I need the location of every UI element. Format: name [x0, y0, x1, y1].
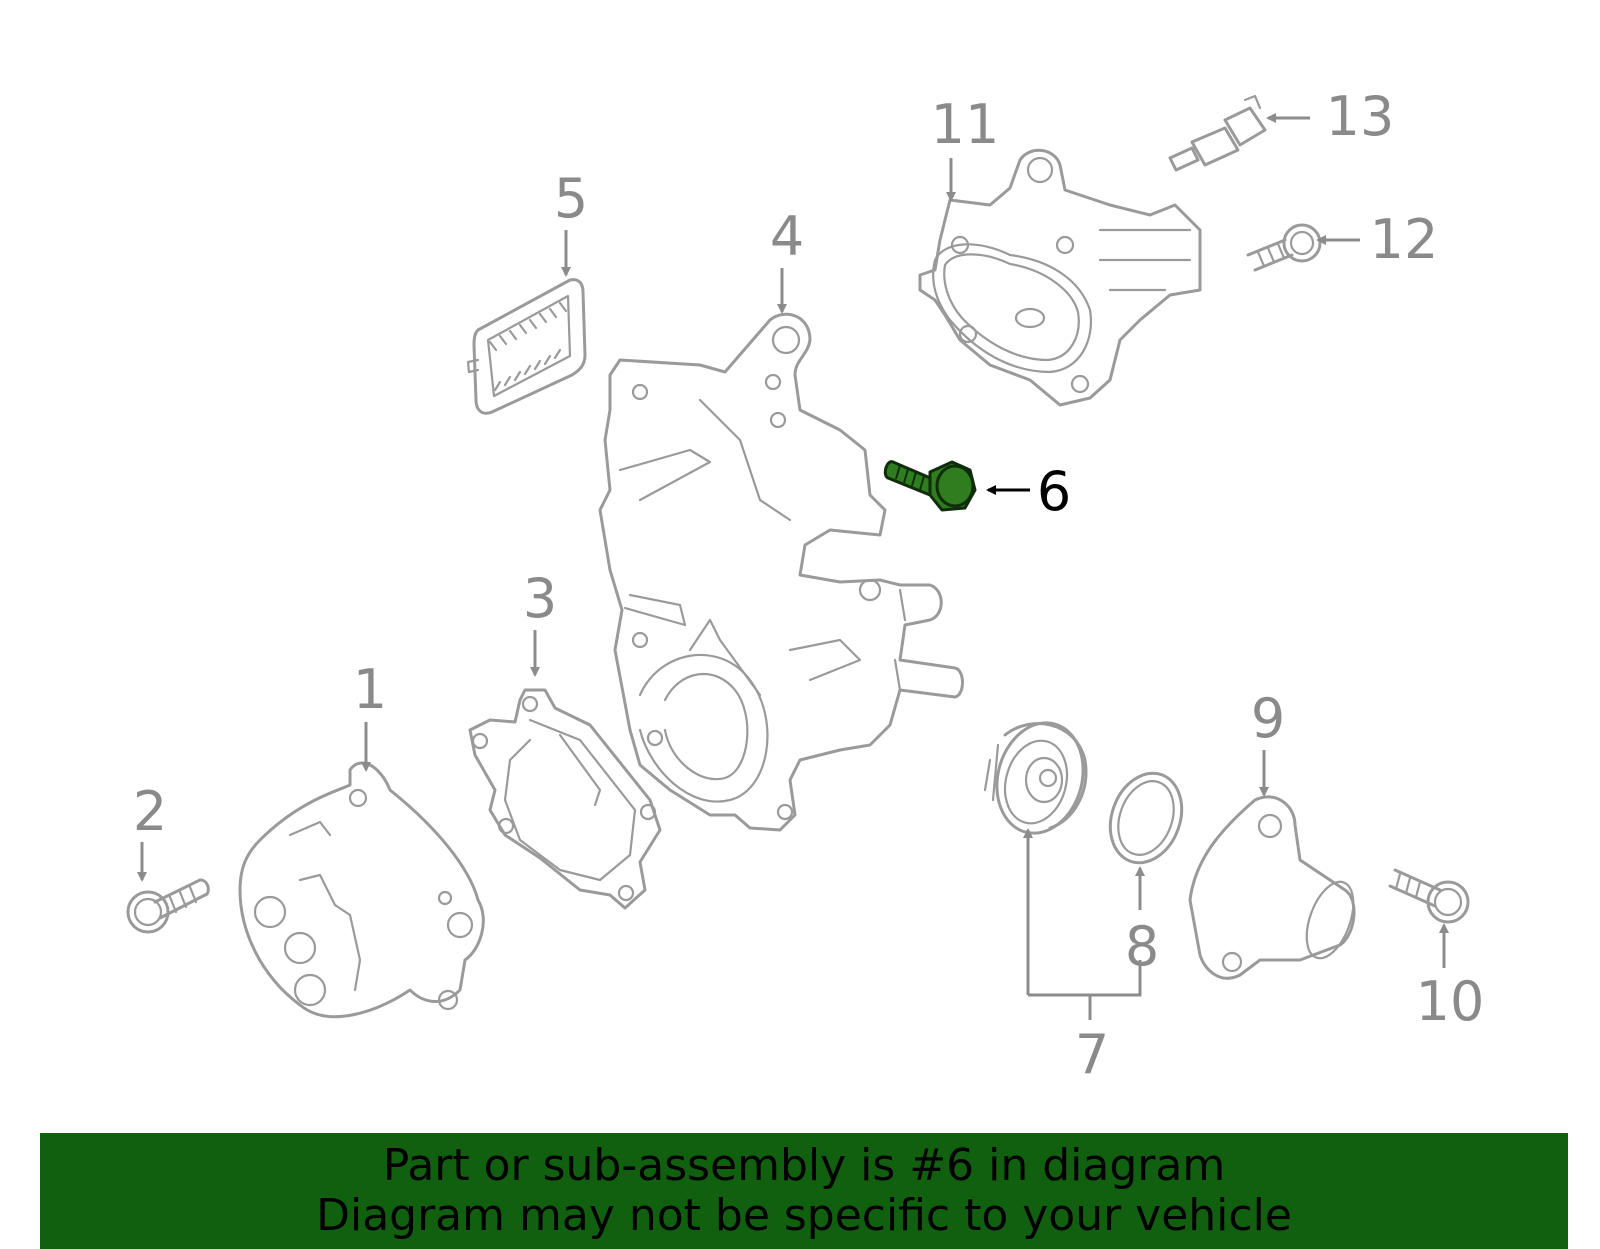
part-8-o-ring: [1108, 771, 1184, 865]
callout-6: 6: [1037, 460, 1071, 523]
callout-9: 9: [1251, 687, 1285, 750]
part-12-bolt: [1246, 223, 1322, 272]
callout-13: 13: [1326, 85, 1395, 148]
part-3-gasket: [468, 688, 662, 910]
callout-1: 1: [353, 658, 387, 721]
part-11-housing: [918, 149, 1202, 407]
part-4-housing: [598, 312, 964, 832]
part-7-thermostat: [983, 721, 1088, 835]
callout-11: 11: [931, 93, 1000, 156]
part-6-bolt-highlighted: [883, 460, 977, 512]
callout-5: 5: [554, 167, 588, 230]
leader-lines: [137, 113, 1449, 1020]
part-9-water-outlet: [1188, 795, 1356, 980]
callout-12: 12: [1370, 208, 1439, 271]
callout-8: 8: [1125, 915, 1159, 978]
banner-line-1: Part or sub-assembly is #6 in diagram: [382, 1140, 1226, 1191]
part-13-sensor: [1168, 94, 1267, 172]
callout-7: 7: [1075, 1023, 1109, 1086]
part-10-bolt: [1388, 868, 1470, 924]
callout-3: 3: [523, 567, 557, 630]
part-1-pump-cover: [238, 761, 485, 1019]
callout-2: 2: [133, 780, 167, 843]
info-banner: Part or sub-assembly is #6 in diagram Di…: [40, 1133, 1568, 1249]
part-2-bolt: [126, 878, 210, 934]
banner-line-2: Diagram may not be specific to your vehi…: [316, 1190, 1292, 1241]
part-5-gasket: [466, 278, 587, 415]
callout-4: 4: [770, 205, 804, 268]
callout-10: 10: [1416, 970, 1485, 1033]
